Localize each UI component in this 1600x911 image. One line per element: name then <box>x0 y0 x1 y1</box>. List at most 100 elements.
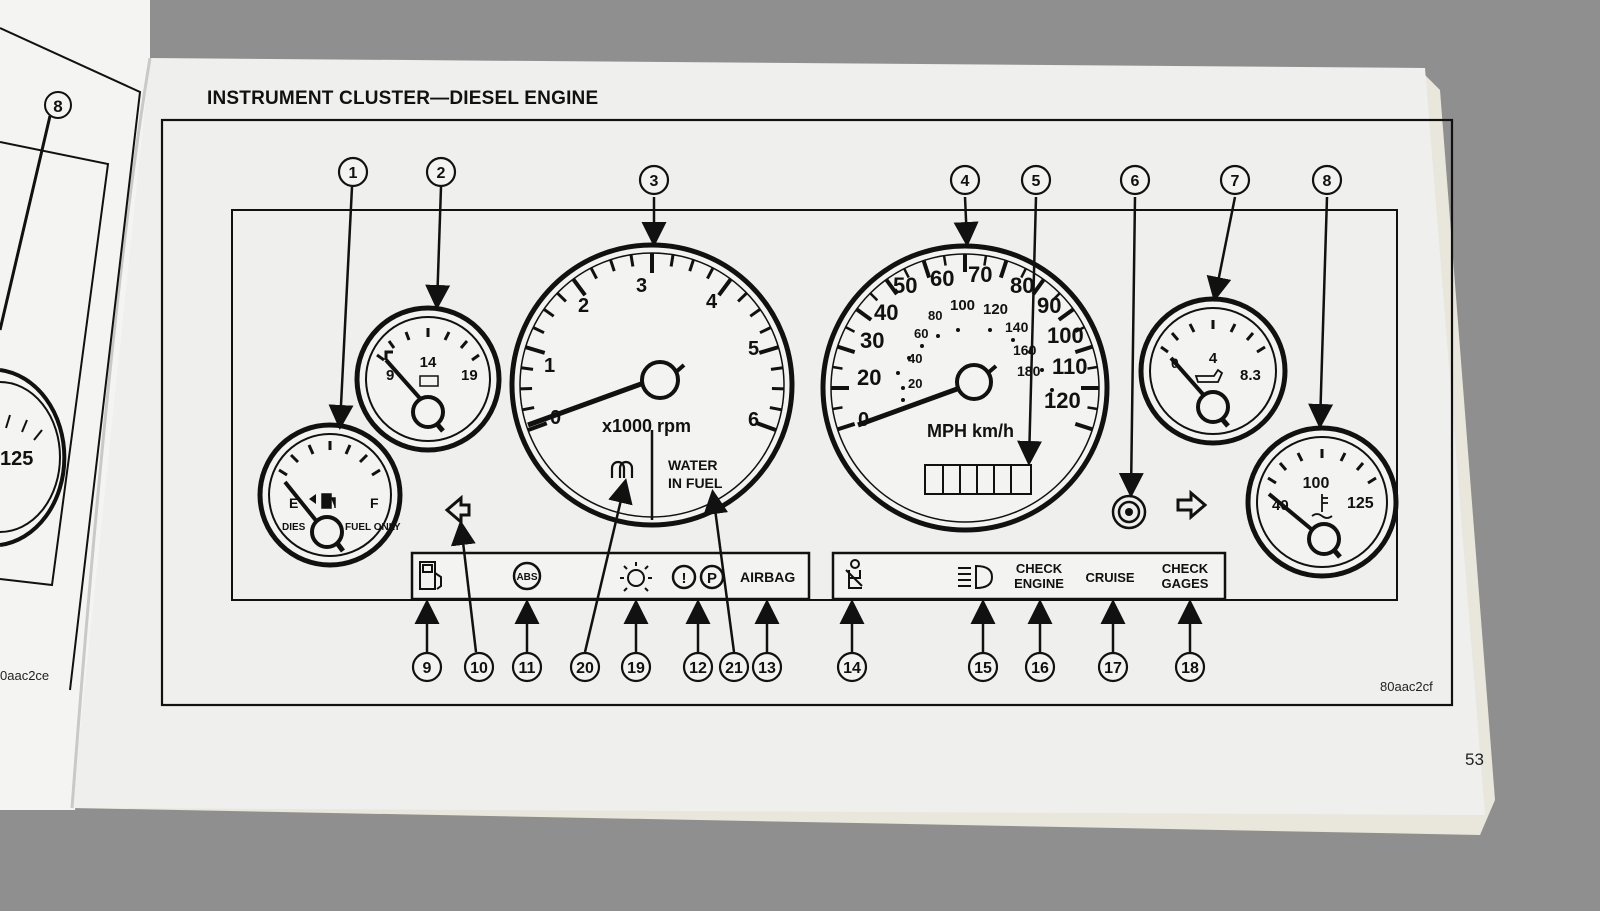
dial-tick <box>669 254 675 267</box>
water-in-fuel-line2: IN FUEL <box>668 475 723 491</box>
oil-pressure-gauge <box>1138 296 1288 446</box>
dial-tick <box>589 267 598 280</box>
callout-circles <box>337 156 1343 683</box>
callout-18: 18 <box>1181 660 1199 677</box>
dial-tick <box>609 259 616 272</box>
mph-50: 50 <box>893 273 917 298</box>
dial-tick <box>1020 268 1027 279</box>
fuel-f-label: F <box>370 495 379 511</box>
water-in-fuel-line1: WATER <box>668 457 718 473</box>
callout-10: 10 <box>470 660 488 677</box>
mph-40: 40 <box>874 300 898 325</box>
oil-high-label: 8.3 <box>1240 367 1261 384</box>
kmh-80: 80 <box>928 308 942 323</box>
fuel-diesel-label: DIES <box>282 522 306 533</box>
callout-14: 14 <box>843 660 861 677</box>
check-gages-line2: GAGES <box>1162 576 1209 591</box>
fuel-only-label: FUEL ONLY <box>345 522 401 533</box>
tach-tick-label-1: 1 <box>544 355 555 377</box>
dial-tick <box>836 421 856 432</box>
left-callout-8-circle <box>44 91 72 119</box>
oil-can-icon <box>1194 368 1224 383</box>
dial-tick <box>758 345 780 355</box>
callout-8: 8 <box>1323 173 1332 190</box>
temp-low-label: 40 <box>1272 497 1289 514</box>
callout-16: 16 <box>1031 660 1049 677</box>
callout-2: 2 <box>437 165 446 182</box>
dial-tick <box>1087 406 1098 411</box>
callout-13: 13 <box>758 660 776 677</box>
left-page-figure <box>0 27 142 691</box>
mph-80: 80 <box>1010 273 1034 298</box>
kmh-40: 40 <box>908 351 922 366</box>
dial-tick <box>1074 326 1085 333</box>
volt-mid-label: 14 <box>420 354 437 371</box>
dial-tick <box>832 406 843 411</box>
tach-needle <box>527 377 653 428</box>
callout-7: 7 <box>1231 173 1240 190</box>
tach-tick-label-6: 6 <box>748 409 759 431</box>
tach-tick-label-3: 3 <box>636 275 647 297</box>
check-engine-line1: CHECK <box>1016 561 1063 576</box>
dial-tick <box>527 421 548 433</box>
callout-17: 17 <box>1104 660 1122 677</box>
dial-tick <box>942 255 947 266</box>
seatbelt-icon <box>845 559 863 589</box>
temp-needle <box>1267 492 1318 535</box>
mph-90: 90 <box>1037 293 1061 318</box>
cluster-frame <box>231 209 1398 601</box>
book-spine <box>70 57 152 809</box>
dial-tick <box>836 344 856 355</box>
fuel-door-arrow-icon <box>309 494 316 504</box>
left-page-figure-code: 0aac2ce <box>0 668 50 683</box>
check-gages-line1: CHECK <box>1162 561 1209 576</box>
callout-11: 11 <box>519 660 536 677</box>
dial-tick <box>543 308 555 318</box>
callout-9: 9 <box>423 660 432 677</box>
callout-3: 3 <box>650 173 659 190</box>
dial-tick <box>522 406 535 412</box>
callout-1: 1 <box>349 165 358 182</box>
dial-tick <box>1074 344 1094 355</box>
dial-tick <box>998 259 1009 279</box>
oil-needle <box>1169 356 1210 402</box>
high-beam-indicator-icon <box>1111 494 1147 530</box>
fuel-gauge <box>257 422 403 568</box>
battery-icon <box>419 375 439 387</box>
dial-tick <box>1057 307 1075 322</box>
tach-units-label: x1000 rpm <box>602 416 691 436</box>
parking-brake-label: P <box>707 570 717 587</box>
mph-60: 60 <box>930 266 954 291</box>
figure-code: 80aac2cf <box>1380 679 1433 694</box>
mph-110: 110 <box>1052 354 1088 379</box>
dial-tick <box>749 308 761 318</box>
tachometer <box>509 242 795 528</box>
temp-mid-label: 100 <box>1303 475 1330 492</box>
kmh-140: 140 <box>1005 319 1029 335</box>
dial-tick <box>921 259 932 279</box>
page-number: 53 <box>1465 750 1484 769</box>
callout-12: 12 <box>689 660 707 677</box>
dial-tick <box>1074 421 1094 432</box>
mph-0: 0 <box>858 409 869 431</box>
oil-low-label: 0 <box>1171 355 1179 371</box>
tach-tick-label-0: 0 <box>550 407 561 429</box>
callout-4: 4 <box>961 173 970 190</box>
callout-21: 21 <box>725 660 743 677</box>
dial-tick <box>759 326 772 335</box>
dial-tick <box>1087 365 1098 370</box>
indicator-strip-left <box>410 551 811 601</box>
callout-6: 6 <box>1131 173 1140 190</box>
airbag-label: AIRBAG <box>740 569 795 585</box>
dial-tick <box>688 259 695 272</box>
left-callout-8: 8 <box>53 97 62 116</box>
dial-tick <box>832 365 843 370</box>
dial-tick <box>845 326 856 333</box>
dial-tick <box>903 268 910 279</box>
callout-19: 19 <box>627 660 645 677</box>
mph-20: 20 <box>857 365 881 390</box>
cruise-label: CRUISE <box>1085 570 1134 585</box>
abs-label: ABS <box>516 572 537 583</box>
